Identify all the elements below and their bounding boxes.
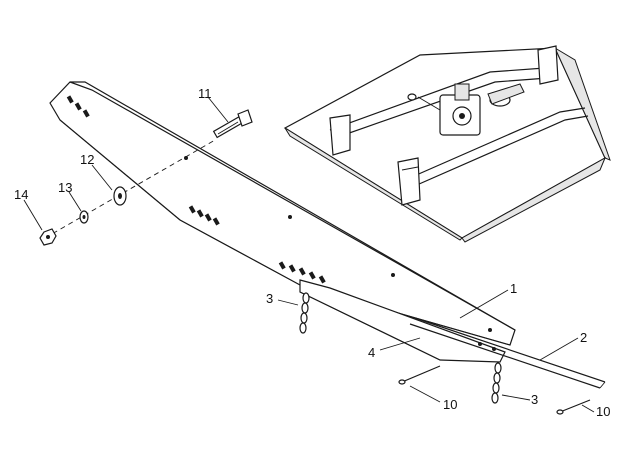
cotter-pin-left [398,365,441,385]
rod [409,317,606,389]
callout-3-right: 3 [531,392,538,407]
callouts: 11 12 13 14 1 2 3 4 10 3 10 [14,86,610,419]
leader-lines [23,96,595,413]
beam-slots-left [66,95,90,118]
callout-13: 13 [58,180,72,195]
callout-11: 11 [198,86,212,101]
callout-14: 14 [14,187,28,202]
chain-right [491,362,502,404]
cotter-pin-right [556,399,591,415]
callout-10-left: 10 [443,397,457,412]
mower-deck [283,45,611,243]
callout-1: 1 [510,281,517,296]
lower-bracket [299,279,506,363]
beam-slots-lower [278,261,326,284]
bolt [212,109,253,139]
callout-10-right: 10 [596,404,610,419]
callout-2: 2 [580,330,587,345]
callout-12: 12 [80,152,94,167]
main-frame-beam [49,81,516,346]
beam-slots-middle [188,205,220,226]
callout-3-left: 3 [266,291,273,306]
chain-left [299,292,310,334]
fastener-assembly [39,109,253,246]
callout-4: 4 [368,345,375,360]
